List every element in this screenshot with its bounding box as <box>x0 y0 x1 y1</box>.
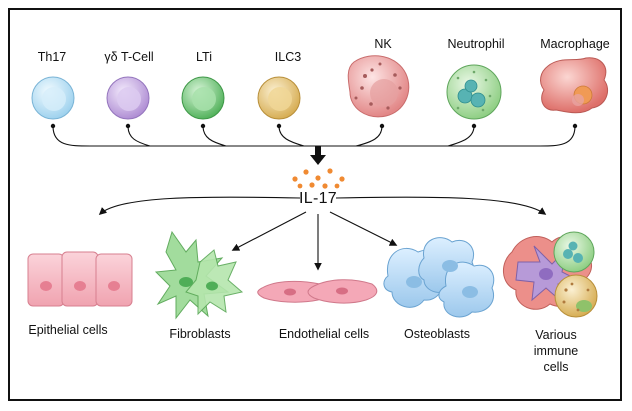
th17-cell-icon <box>31 76 75 120</box>
ilc3-cell-icon <box>257 76 301 120</box>
label-ilc3: ILC3 <box>274 50 302 64</box>
label-il17: IL-17 <box>299 190 337 207</box>
fibroblasts-icon <box>154 230 244 320</box>
target-arrows <box>98 196 547 271</box>
source-connector-dots <box>50 123 578 129</box>
label-macrophage: Macrophage <box>540 37 610 51</box>
label-various-line-1: Various <box>535 328 577 342</box>
neutrophil-cell-icon <box>446 64 502 120</box>
endothelial-cells-icon <box>257 279 378 304</box>
label-epithelial-cells: Epithelial cells <box>28 323 108 337</box>
label-various-line-2: immune <box>533 344 579 358</box>
epithelial-cells-icon <box>27 251 133 307</box>
nk-cell-icon <box>347 55 410 118</box>
gd-tcell-icon <box>106 76 150 120</box>
il17-molecule-dots <box>292 168 345 189</box>
label-lti: LTi <box>196 50 212 64</box>
main-down-arrow <box>310 146 326 165</box>
label-gd-tcell: γδ T-Cell <box>104 50 154 64</box>
label-endothelial-cells: Endothelial cells <box>278 327 370 341</box>
label-fibroblasts: Fibroblasts <box>169 327 231 341</box>
source-connector-lines <box>52 125 576 147</box>
macrophage-cell-icon <box>540 57 608 114</box>
label-th17: Th17 <box>37 50 67 64</box>
lti-cell-icon <box>181 76 225 120</box>
osteoblasts-icon <box>383 237 495 318</box>
label-various-line-3: cells <box>543 360 569 374</box>
label-osteoblasts: Osteoblasts <box>403 327 471 341</box>
label-neutrophil: Neutrophil <box>447 37 505 51</box>
label-various-immune-cells: Various immune cells <box>516 327 596 375</box>
various-immune-cells-icon <box>503 231 598 318</box>
figure-border <box>8 8 622 401</box>
label-nk: NK <box>374 37 392 51</box>
